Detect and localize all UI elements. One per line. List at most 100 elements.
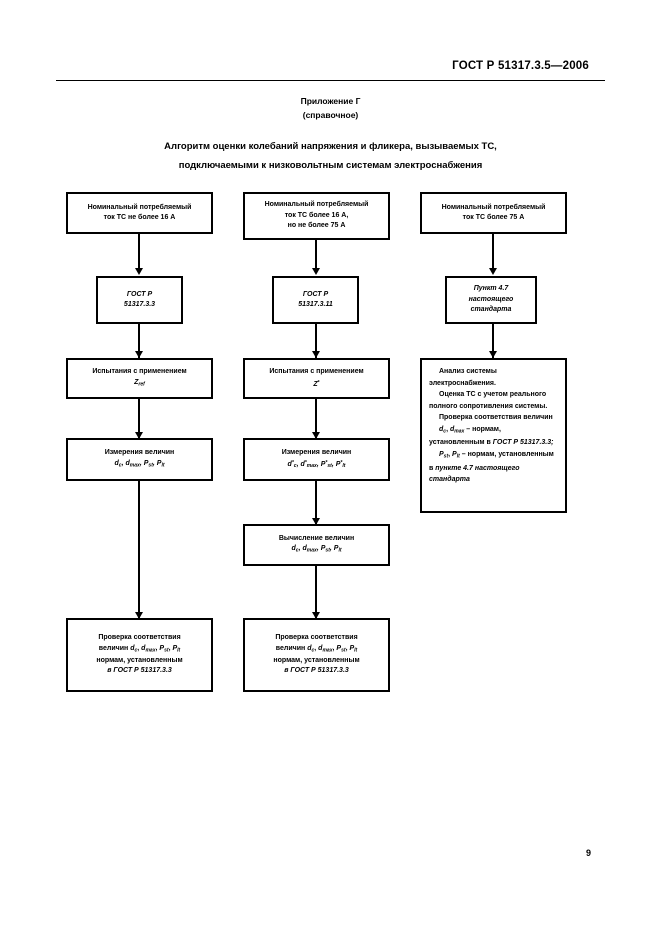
annex-subtitle: (справочное): [302, 110, 359, 120]
node-start-2-line3: но не более 75 А: [287, 222, 346, 230]
node-measure-2: Измерения величин d*c, d*max, P*st, P*lt: [243, 438, 390, 481]
symbol-Pst: P: [143, 459, 149, 467]
node-ref-3-line1: Пункт 4.7: [473, 285, 509, 293]
sep-11: ,: [316, 545, 321, 553]
node-start-1: Номинальный потребляемый ток ТС не более…: [66, 192, 213, 234]
sep-9: ,: [331, 460, 336, 468]
algorithm-title-line2: подключаемыми к низковольтным системам э…: [178, 160, 483, 171]
node-ref-3-line3: стандарта: [470, 306, 512, 314]
node-calc-2-symbols: dc, dmax, Pst, Plt: [249, 544, 384, 556]
node-start-1-line1: Номинальный потребляемый: [87, 203, 192, 211]
symbol-Pst: P: [320, 545, 326, 553]
symbol-Pst-sub: st: [164, 647, 169, 654]
symbol-dc-sub: c: [295, 547, 299, 554]
symbol-Plt-sub: lt: [338, 547, 342, 554]
symbol-Z-subscript: ref: [138, 381, 145, 388]
node-start-3-line1: Номинальный потребляемый: [441, 203, 546, 211]
symbol-dmax: d: [300, 460, 305, 468]
connector-1-a: [138, 234, 140, 272]
arrowhead-2-e: [312, 612, 320, 619]
symbol-dc-sub: c: [293, 463, 297, 469]
connector-1-b: [138, 324, 140, 358]
symbol-Pst-sub: st: [341, 647, 346, 654]
arrowhead-2-b: [312, 351, 320, 358]
arrowhead-3-a: [489, 268, 497, 275]
arrowhead-1-a: [135, 268, 143, 275]
symbol-Plt-star: *: [340, 460, 343, 466]
symbol-Pst-sub: st: [443, 453, 449, 459]
node-check-1-line1: Проверка соответствия: [98, 634, 181, 642]
sep-13: ,: [314, 644, 319, 652]
node-check-2-line4: в ГОСТ Р 51317.3.3: [284, 667, 349, 675]
symbol-Pst-sub: st: [327, 463, 332, 469]
algorithm-title: Алгоритм оценки колебаний напряжения и ф…: [70, 137, 591, 175]
symbol-dmax-sub: max: [306, 463, 317, 469]
node-check-2-line2-prefix: величин: [275, 644, 308, 652]
symbol-dmax: d: [449, 425, 455, 433]
algorithm-title-line1: Алгоритм оценки колебаний напряжения и ф…: [164, 141, 497, 152]
symbol-dc-sub: c: [134, 647, 138, 654]
symbol-Plt-sub: lt: [161, 462, 165, 469]
node-ref-1-line1: ГОСТ Р: [126, 290, 153, 298]
node-start-3: Номинальный потребляемый ток ТС более 75…: [420, 192, 567, 234]
symbol-dc-sub: c: [443, 427, 447, 434]
node-ref-1-line2: 51317.3.3: [123, 301, 156, 308]
symbol-dc: d: [114, 459, 119, 467]
symbol-Plt: P: [156, 459, 162, 467]
annex-title: Приложение Г: [300, 96, 361, 106]
sep-17: ,: [448, 450, 453, 458]
symbol-dc: d: [307, 644, 312, 652]
sep-5: ,: [155, 644, 160, 652]
symbol-Pst-star: *: [325, 460, 328, 466]
header-rule: [56, 80, 605, 81]
symbol-dmax-star: *: [304, 460, 307, 466]
connector-1-c: [138, 399, 140, 438]
sep-1: ,: [121, 459, 126, 467]
symbol-Pst-sub: st: [148, 462, 153, 469]
analysis-paragraph-4-tail: – нормам, установленным в: [429, 425, 501, 447]
analysis-paragraph-4: dc, dmax – нормам, установленным в ГОСТ …: [429, 424, 558, 449]
analysis-paragraph-5-ref: пункте 4.7 настоящего стандарта: [429, 464, 520, 484]
sep-16: ,: [446, 425, 450, 433]
node-check-2-line2: величин dc, dmax, Pst, Plt: [249, 644, 384, 656]
connector-3-b: [492, 324, 494, 358]
analysis-paragraph-3: Проверка соответствия величин: [439, 414, 553, 421]
sep-15: ,: [345, 644, 350, 652]
symbol-dc: d: [439, 425, 444, 433]
node-check-1-line2: величин dc, dmax, Pst, Plt: [72, 644, 207, 656]
symbol-Z-superscript: *: [317, 379, 320, 386]
node-measure-2-symbols: d*c, d*max, P*st, P*lt: [249, 458, 384, 472]
symbol-dc: d: [130, 644, 135, 652]
connector-2-a: [315, 240, 317, 272]
symbol-Pst: P: [336, 644, 342, 652]
connector-2-d: [315, 481, 317, 524]
symbol-dc-sub: c: [118, 462, 122, 469]
node-measure-2-line1: Измерения величин: [281, 448, 352, 456]
sep-2: ,: [139, 459, 144, 467]
node-start-2: Номинальный потребляемый ток ТС более 16…: [243, 192, 390, 240]
arrowhead-1-d: [135, 612, 143, 619]
symbol-Plt: P: [172, 644, 178, 652]
node-check-1-line2-prefix: величин: [98, 644, 131, 652]
annex-block: Приложение Г (справочное): [0, 94, 661, 122]
node-start-3-line2: ток ТС более 75 А: [462, 214, 525, 221]
node-check-2: Проверка соответствия величин dc, dmax, …: [243, 618, 390, 692]
connector-2-c: [315, 399, 317, 438]
node-test-1: Испытания с применением Zref: [66, 358, 213, 399]
connector-3-a: [492, 234, 494, 272]
symbol-Plt-sub: lt: [177, 647, 181, 654]
symbol-dc-star: *: [291, 460, 294, 466]
node-ref-2: ГОСТ Р 51317.3.11: [272, 276, 359, 324]
symbol-dmax-sub: max: [145, 647, 156, 654]
sep-7: ,: [296, 460, 301, 468]
symbol-Plt-sub: lt: [354, 647, 358, 654]
node-start-1-line2: ток ТС не более 16 А: [103, 214, 176, 221]
arrowhead-1-b: [135, 351, 143, 358]
symbol-Plt-sub: lt: [456, 453, 460, 459]
arrowhead-3-b: [489, 351, 497, 358]
node-check-2-line1: Проверка соответствия: [275, 634, 358, 642]
symbol-Pst: P: [159, 644, 165, 652]
node-start-2-line2: ток ТС более 16 А,: [284, 211, 349, 219]
sep-14: ,: [332, 644, 337, 652]
